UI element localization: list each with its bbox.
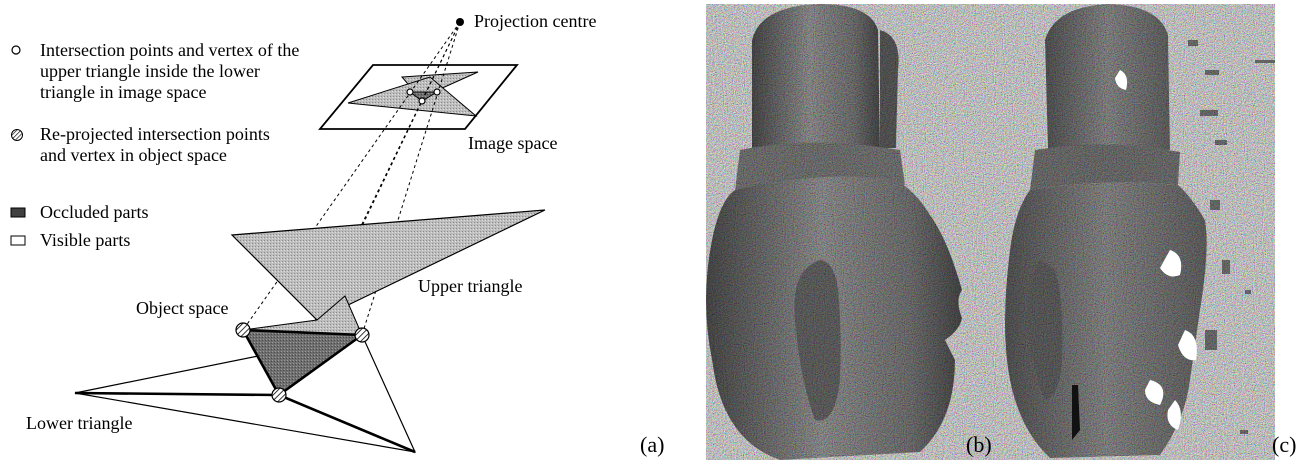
head-c-topknot	[1045, 4, 1170, 150]
head-b-topknot	[752, 4, 880, 150]
head-b-ear-ornament	[880, 30, 899, 148]
panel-label-b: (b)	[966, 432, 992, 458]
panel-label-c: (c)	[1272, 432, 1296, 458]
panel-label-a: (a)	[640, 432, 664, 458]
